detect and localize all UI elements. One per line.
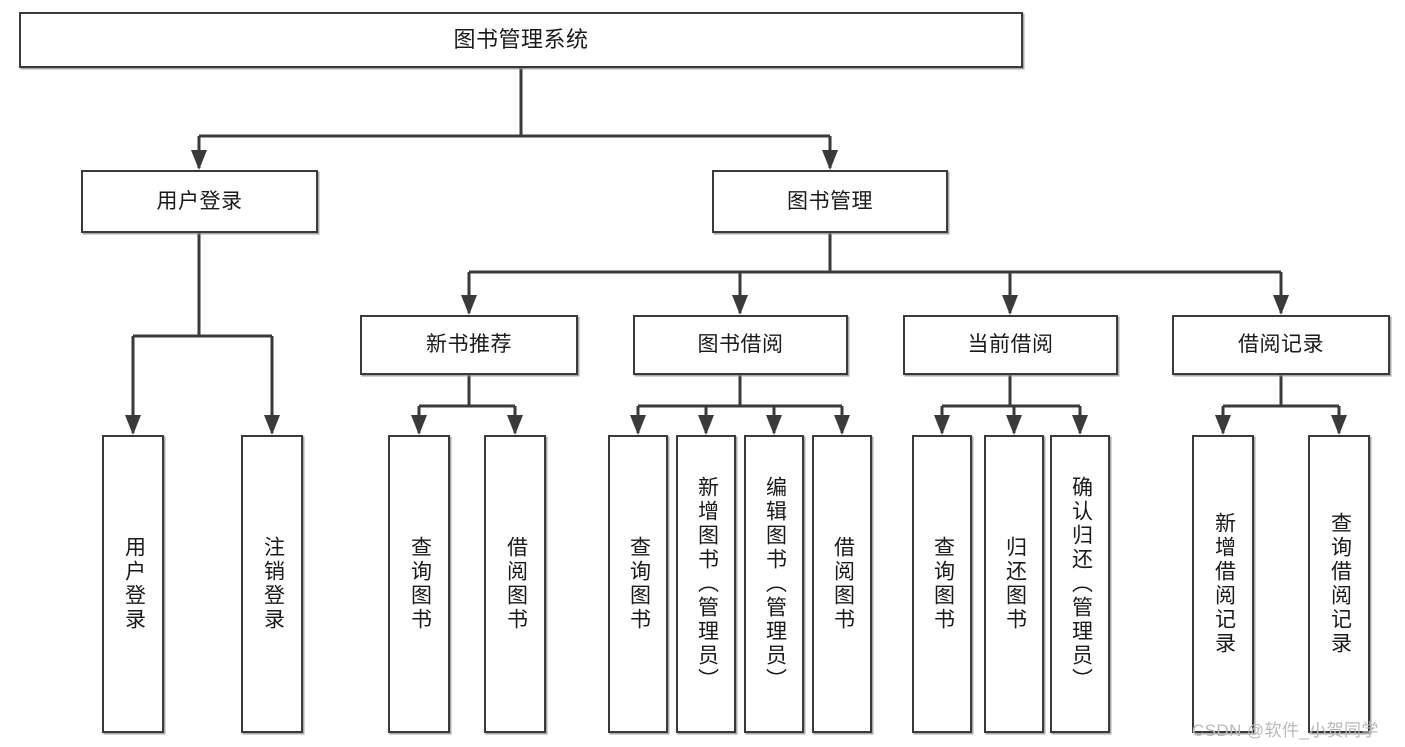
node-label: 新增借阅记录 <box>1212 512 1236 656</box>
node-label: 借阅记录 <box>1238 333 1324 357</box>
node-label: 用户登录 <box>122 536 146 632</box>
node-leaf-user-login[interactable]: 用户登录 <box>102 435 164 733</box>
node-label: 查询借阅记录 <box>1328 512 1352 656</box>
node-leaf-query-book-2[interactable]: 查询图书 <box>608 435 668 733</box>
node-user-login[interactable]: 用户登录 <box>81 170 318 233</box>
node-label: 注销登录 <box>261 536 285 632</box>
node-leaf-return-book[interactable]: 归还图书 <box>984 435 1044 733</box>
node-label: 当前借阅 <box>967 333 1054 357</box>
node-label: 借阅图书 <box>831 536 855 632</box>
node-borrow-record[interactable]: 借阅记录 <box>1172 315 1390 375</box>
node-label: 确认归还（管理员） <box>1069 476 1093 692</box>
node-label: 查询图书 <box>931 536 955 632</box>
node-leaf-user-logout[interactable]: 注销登录 <box>241 435 303 733</box>
node-leaf-query-book-1[interactable]: 查询图书 <box>388 435 450 733</box>
node-label: 借阅图书 <box>504 536 528 632</box>
node-label: 图书借阅 <box>697 333 784 357</box>
node-label: 查询图书 <box>408 536 432 632</box>
node-current-borrow[interactable]: 当前借阅 <box>903 315 1118 375</box>
node-label: 新书推荐 <box>426 333 512 357</box>
node-leaf-query-book-3[interactable]: 查询图书 <box>912 435 972 733</box>
node-leaf-confirm-return[interactable]: 确认归还（管理员） <box>1050 435 1110 733</box>
node-label: 归还图书 <box>1003 536 1027 632</box>
node-leaf-borrow-book-2[interactable]: 借阅图书 <box>812 435 872 733</box>
node-leaf-add-record[interactable]: 新增借阅记录 <box>1192 435 1254 733</box>
node-book-borrow[interactable]: 图书借阅 <box>633 315 848 375</box>
node-leaf-add-book[interactable]: 新增图书（管理员） <box>676 435 736 733</box>
csdn-watermark: CSDN @软件_小贺同学 <box>1192 721 1379 740</box>
node-leaf-edit-book[interactable]: 编辑图书（管理员） <box>744 435 804 733</box>
node-label: 图书管理 <box>787 189 873 213</box>
node-leaf-query-record[interactable]: 查询借阅记录 <box>1308 435 1370 733</box>
node-label: 编辑图书（管理员） <box>763 476 787 692</box>
node-book-manage[interactable]: 图书管理 <box>712 170 948 233</box>
node-label: 图书管理系统 <box>453 26 589 52</box>
node-label: 用户登录 <box>156 189 243 213</box>
node-root[interactable]: 图书管理系统 <box>19 12 1023 68</box>
node-label: 查询图书 <box>627 536 651 632</box>
node-new-book-rec[interactable]: 新书推荐 <box>360 315 578 375</box>
node-label: 新增图书（管理员） <box>695 476 719 692</box>
node-leaf-borrow-book-1[interactable]: 借阅图书 <box>484 435 546 733</box>
